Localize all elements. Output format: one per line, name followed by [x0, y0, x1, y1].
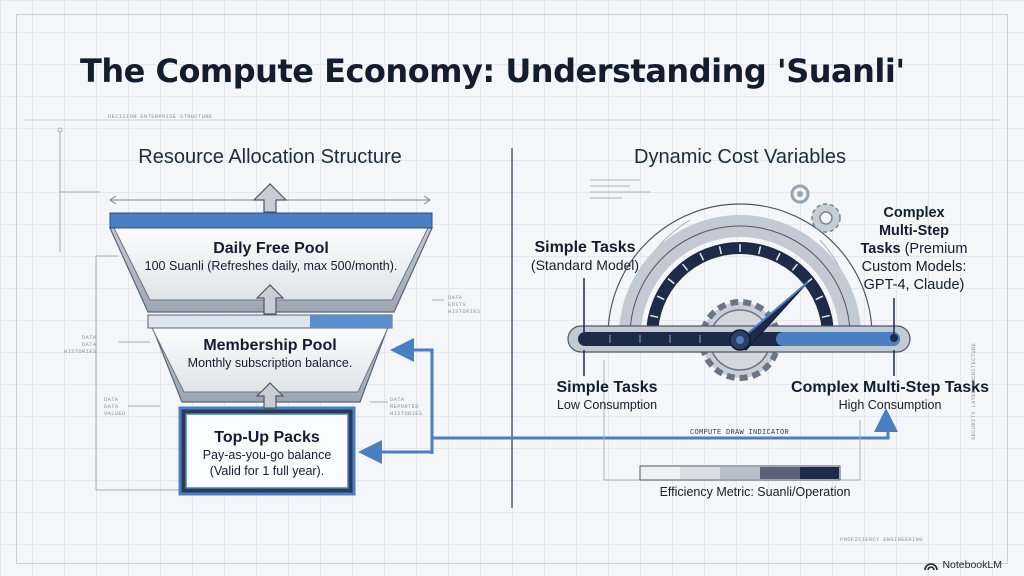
label-name: Simple Tasks	[534, 239, 636, 256]
upward-arrows	[252, 183, 288, 409]
label-name: Complex Multi-Step Tasks	[791, 379, 989, 396]
complex-tasks-top: Complex Multi-Step Tasks (Premium Custom…	[860, 205, 968, 293]
tier-daily-free-label: Daily Free Pool 100 Suanli (Refreshes da…	[128, 239, 414, 274]
page-title: The Compute Economy: Understanding 'Suan…	[80, 52, 905, 90]
gauge	[567, 179, 911, 481]
tier-desc-2: (Valid for 1 full year).	[209, 464, 325, 478]
tier-desc: Monthly subscription balance.	[187, 356, 353, 370]
gauge-tick	[775, 252, 781, 261]
notebooklm-logo-icon	[924, 562, 939, 570]
gauge-tick	[821, 314, 830, 319]
brand-badge: NotebookLM	[924, 559, 1002, 571]
side-note: SECURITY LAYER ARCHITECTURE	[970, 342, 977, 440]
gauge-tick	[699, 252, 705, 261]
label-desc: High Consumption	[838, 398, 942, 412]
simple-tasks-top: Simple Tasks (Standard Model)	[520, 238, 650, 273]
tier-membership-label: Membership Pool Monthly subscription bal…	[160, 336, 380, 371]
bottom-note: PROFICIENCY ENGINEERING	[840, 536, 923, 543]
blueprint-header: DECISION ENTERPRISE STRUCTURE	[108, 113, 213, 120]
tier-top-up	[178, 406, 356, 496]
tier-daily-free	[109, 212, 433, 313]
label-desc: Low Consumption	[556, 398, 658, 412]
gauge-tick	[791, 263, 798, 271]
tier-name: Membership Pool	[203, 337, 337, 354]
right-header: Dynamic Cost Variables	[634, 146, 846, 168]
efficiency-bar	[639, 465, 841, 481]
tier-name: Daily Free Pool	[213, 240, 329, 257]
indicator-label: COMPUTE DRAW INDICATOR	[690, 429, 790, 437]
label-desc: (Standard Model)	[530, 257, 640, 273]
left-bracket	[57, 127, 444, 491]
tier-membership	[147, 314, 393, 403]
label-name: Simple Tasks	[556, 379, 658, 396]
tier-desc: 100 Suanli (Refreshes daily, max 500/mon…	[144, 259, 398, 273]
complex-tasks-bottom: Complex Multi-Step Tasks High Consumptio…	[780, 378, 1000, 413]
brand-name: NotebookLM	[942, 559, 1002, 571]
gauge-tick	[815, 295, 824, 301]
gauge-tick	[682, 263, 689, 271]
gauge-tick	[718, 246, 723, 255]
gauge-tick	[656, 295, 665, 301]
gauge-tick	[667, 278, 675, 285]
gauge-tick	[650, 314, 659, 319]
simple-tasks-bottom: Simple Tasks Low Consumption	[540, 378, 674, 413]
gauge-tick	[757, 246, 762, 255]
blueprint-frame	[16, 14, 1008, 564]
tier-top-up-label: Top-Up Packs Pay-as-you-go balance (Vali…	[188, 428, 346, 479]
tier-name: Top-Up Packs	[214, 429, 320, 446]
left-header: Resource Allocation Structure	[138, 146, 402, 168]
efficiency-metric-label: Efficiency Metric: Suanli/Operation	[659, 485, 851, 499]
tier-desc: Pay-as-you-go balance	[202, 448, 332, 462]
